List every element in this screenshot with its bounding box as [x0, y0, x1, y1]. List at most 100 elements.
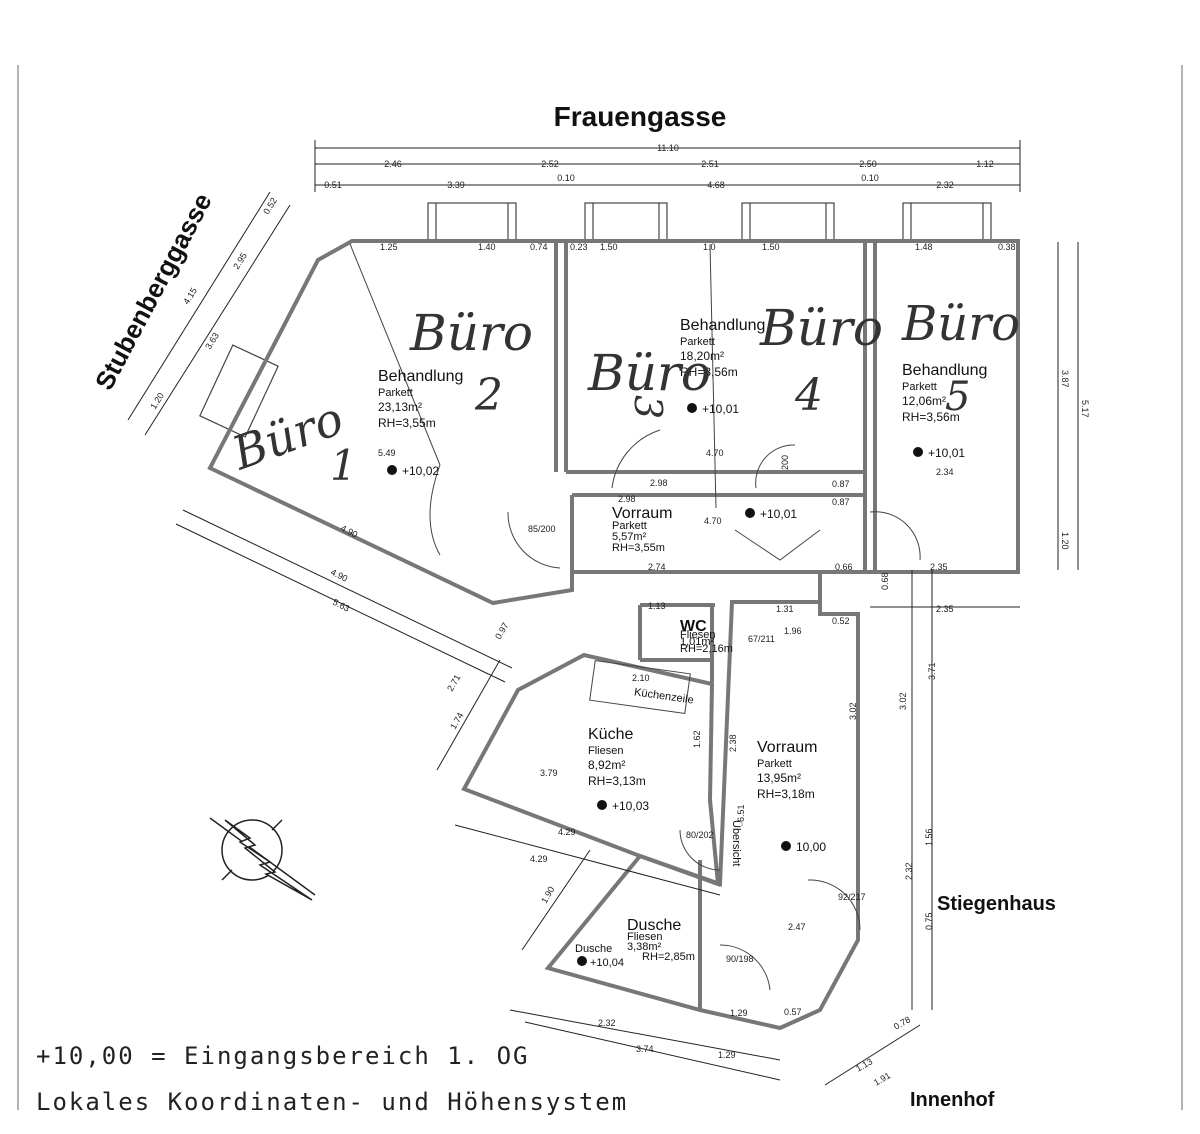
room-level: 10,00	[796, 840, 826, 854]
room-behandlung-1: Behandlung Parkett 23,13m² RH=3,55m +10,…	[224, 368, 463, 490]
dim-top-row1-b: 2.52	[541, 159, 559, 169]
room-area: 3,38m²	[627, 941, 662, 953]
dim-int-27: 1.13	[648, 601, 666, 611]
room-height: RH=3,56m	[680, 365, 738, 379]
room-area: 5,57m²	[612, 531, 647, 543]
room-level: +10,03	[612, 799, 649, 813]
door-swings	[429, 429, 921, 991]
room-behandlung-5: Behandlung Parkett 12,06m² RH=3,56m +10,…	[901, 296, 1020, 460]
room-floor: Parkett	[378, 387, 413, 399]
right-dimensions: 3.87 5.17 1.20	[1057, 242, 1090, 570]
room-dusche: Dusche Fliesen 3,38m² RH=2,85m +10,04 Du…	[575, 917, 695, 969]
room-name: Behandlung	[378, 368, 463, 385]
room-height: RH=2,16m	[680, 643, 733, 655]
dim-top-row1-d: 2.50	[859, 159, 877, 169]
dim-int-28: 3.79	[540, 768, 558, 778]
dim-top-row2-d: 2.32	[936, 180, 954, 190]
dim-int-26: 0.52	[832, 616, 850, 626]
dim-top-mid-a: 0.10	[557, 173, 575, 183]
dim-int-4: 1.50	[600, 242, 618, 252]
level-marker-icon	[597, 800, 607, 810]
dim-int-51: 6.51	[736, 804, 746, 822]
lower-dimension-lines	[175, 509, 1020, 1086]
room-height: RH=3,55m	[612, 542, 665, 554]
dim-int-49: 2.32	[904, 862, 914, 880]
room-name: Behandlung	[680, 317, 765, 334]
room-vorraum-large: Vorraum Parkett 13,95m² RH=3,18m 10,00	[757, 739, 826, 854]
room-wc: WC Fliesen 1,01m² RH=2,16m	[680, 618, 733, 655]
dim-left-d: 3.63	[203, 331, 221, 351]
handwritten-buero-4: Büro	[759, 299, 883, 357]
level-marker-icon	[687, 403, 697, 413]
dim-int-3: 0.23	[570, 242, 588, 252]
room-area: 1,01m²	[680, 636, 715, 648]
room-behandlung-3: Behandlung Parkett 18,20m² RH=3,56m +10,…	[587, 317, 765, 419]
level-marker-icon	[387, 465, 397, 475]
room-area: 12,06m²	[902, 394, 946, 408]
dim-right-b: 5.17	[1080, 400, 1090, 418]
room-level: +10,04	[590, 957, 624, 969]
handwritten-buero-2: Büro	[409, 304, 533, 362]
dim-int-35: 1.29	[718, 1050, 736, 1060]
room-level: +10,01	[928, 446, 965, 460]
dim-int-6: 1.50	[762, 242, 780, 252]
dim-int-44: 0.97	[493, 621, 510, 641]
door-label-b: 80/202	[686, 830, 714, 840]
dim-int-8: 0.38	[998, 242, 1016, 252]
legend-line-1: +10,00 = Eingangsbereich 1. OG	[36, 1042, 529, 1070]
room-level: +10,02	[402, 464, 439, 478]
dim-left-e: 1.20	[148, 391, 166, 411]
room-buero-4-label: Büro 4	[759, 299, 883, 421]
room-area: 8,92m²	[588, 758, 625, 772]
room-area: 18,20m²	[680, 349, 724, 363]
dim-int-54: 1.62	[692, 730, 702, 748]
dim-int-7: 1.48	[915, 242, 933, 252]
room-floor: Parkett	[612, 520, 647, 532]
level-marker-icon	[577, 956, 587, 966]
dim-left-c: 4.15	[181, 286, 199, 306]
dim-right-a: 3.87	[1060, 370, 1070, 388]
dim-top-row2-c: 4.68	[707, 180, 725, 190]
dim-int-50: 0.75	[924, 912, 934, 930]
dim-int-24: 1.31	[776, 604, 794, 614]
dim-int-12: 2.98	[650, 478, 668, 488]
door-label-a: 85/200	[528, 524, 556, 534]
room-floor: Fliesen	[627, 931, 662, 943]
dim-int-34: 1.29	[730, 1008, 748, 1018]
room-name: Küche	[588, 726, 633, 743]
dim-left-a: 0.52	[261, 196, 279, 216]
handwritten-number-1: 1	[330, 441, 357, 490]
top-dimensions: 11.10 2.46 2.52 2.51 2.50 1.12 0.51 3.39…	[314, 140, 1021, 192]
dim-int-0: 1.25	[380, 242, 398, 252]
room-height: RH=3,55m	[378, 416, 436, 430]
room-height: RH=3,18m	[757, 787, 815, 801]
dim-top-row2-b: 3.39	[447, 180, 465, 190]
room-height: RH=2,85m	[642, 951, 695, 963]
dim-int-29: 2.10	[632, 673, 650, 683]
room-extra: Dusche	[575, 943, 612, 955]
room-name: Vorraum	[612, 505, 672, 522]
dim-int-2: 0.74	[530, 242, 548, 252]
dim-int-31: 4.29	[530, 854, 548, 864]
room-area: 13,95m²	[757, 771, 801, 785]
room-floor: Parkett	[757, 758, 792, 770]
dim-top-row1-a: 2.46	[384, 159, 402, 169]
door-label-f: 67/211	[748, 634, 775, 644]
handwritten-number-3: 3	[626, 395, 670, 419]
label-innenhof: Innenhof	[910, 1089, 995, 1111]
dim-int-13: 2.98	[618, 494, 636, 504]
dim-int-1: 1.40	[478, 242, 496, 252]
dim-int-5: 1.0	[703, 242, 716, 252]
level-marker-icon	[745, 508, 755, 518]
dim-top-total: 11.10	[657, 143, 679, 153]
room-extra: Küchenzeile	[633, 686, 694, 706]
dim-int-46: 1.74	[448, 711, 465, 731]
dim-int-39: 0.78	[892, 1014, 912, 1031]
dim-int-53: 2.38	[728, 734, 738, 752]
dim-int-15: 2.74	[648, 562, 666, 572]
room-area: 23,13m²	[378, 400, 422, 414]
level-marker-icon	[781, 841, 791, 851]
dim-int-10: 4.70	[706, 448, 724, 458]
room-name: Behandlung	[902, 362, 987, 379]
